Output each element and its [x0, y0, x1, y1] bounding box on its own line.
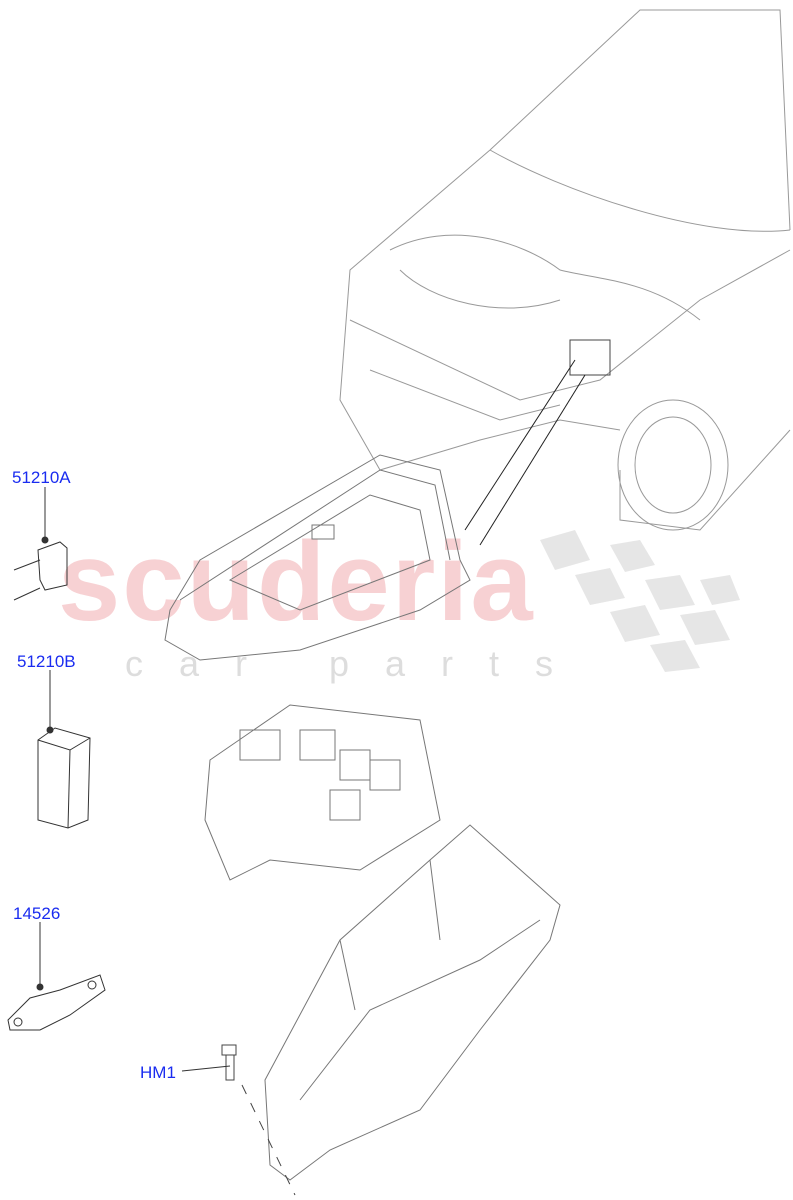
vehicle-outline	[339, 9, 791, 531]
callout-hm1[interactable]: HM1	[140, 1063, 176, 1082]
watermark-subtitle: car parts	[125, 643, 590, 684]
fuse-box-body	[204, 704, 441, 881]
callout-14526[interactable]: 14526	[13, 904, 61, 923]
fuse-51210a	[13, 487, 68, 601]
bolt-hm1	[221, 1044, 296, 1196]
watermark-logo: scuderia	[58, 519, 535, 644]
fuse-51210b	[37, 670, 91, 829]
watermark-checker	[540, 530, 740, 672]
lower-tray	[264, 824, 561, 1181]
callout-51210a[interactable]: 51210A	[12, 468, 71, 487]
fuse-14526	[7, 922, 106, 1031]
callout-51210b[interactable]: 51210B	[17, 652, 76, 671]
fuse-box-cover	[164, 454, 471, 661]
